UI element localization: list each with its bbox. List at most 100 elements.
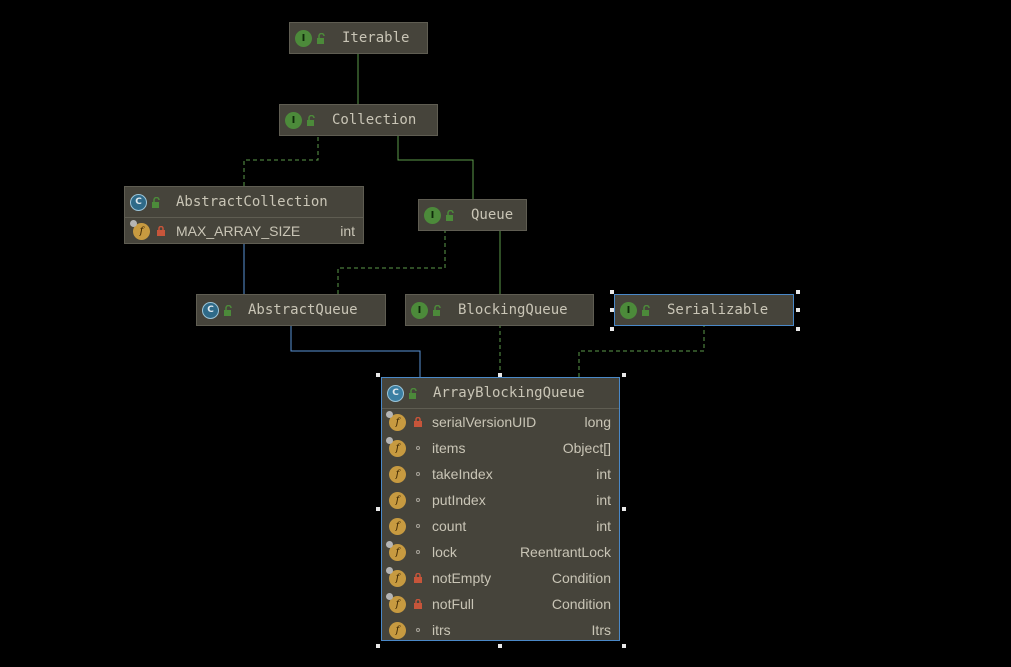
field-icon: f [389, 622, 406, 639]
node-queue[interactable]: I Queue [418, 199, 527, 231]
field-type: int [596, 466, 611, 482]
field-name: items [432, 440, 466, 456]
field-icon: f [389, 466, 406, 483]
interface-icon: I [620, 302, 637, 319]
selection-handle[interactable] [610, 308, 614, 312]
edge-abstractcollection-implements-collection [243, 125, 324, 186]
selection-handle[interactable] [622, 373, 626, 377]
field-row[interactable]: f notFull Condition [382, 591, 619, 617]
field-type: Itrs [591, 622, 611, 638]
field-name: notEmpty [432, 570, 492, 586]
field-name: count [432, 518, 467, 534]
node-header: I Queue [419, 200, 526, 230]
node-name: Serializable [667, 302, 769, 318]
interface-icon: I [295, 30, 312, 47]
divider [125, 217, 363, 218]
field-row[interactable]: f items Object[] [382, 435, 619, 461]
unlock-icon [446, 210, 454, 221]
field-row[interactable]: f notEmpty Condition [382, 565, 619, 591]
field-name: notFull [432, 596, 475, 612]
node-header: I BlockingQueue [406, 295, 593, 325]
unlock-icon [152, 197, 160, 208]
field-row[interactable]: f lock ReentrantLock [382, 539, 619, 565]
field-icon: f [386, 567, 406, 587]
unlock-icon [642, 305, 650, 316]
unlock-icon [409, 388, 417, 399]
node-header: C AbstractCollection [125, 187, 363, 217]
selection-handle[interactable] [610, 327, 614, 331]
interface-icon: I [424, 207, 441, 224]
node-abstract-collection[interactable]: C AbstractCollection f MAX_ARRAY_SIZE in… [124, 186, 364, 244]
node-name: AbstractQueue [248, 302, 358, 318]
selection-handle[interactable] [610, 290, 614, 294]
edge-abstractqueue-implements-queue [337, 220, 451, 294]
private-lock-icon [414, 599, 422, 609]
private-lock-icon [157, 226, 165, 236]
node-name: Queue [471, 207, 514, 223]
package-visibility-icon [416, 472, 420, 476]
private-lock-icon [414, 417, 422, 427]
field-icon: f [389, 518, 406, 535]
unlock-icon [307, 115, 315, 126]
selection-handle[interactable] [796, 308, 800, 312]
field-type: long [584, 414, 611, 430]
selection-handle[interactable] [622, 644, 626, 648]
node-name: BlockingQueue [458, 302, 568, 318]
field-icon: f [389, 492, 406, 509]
node-header: I Serializable [615, 295, 793, 325]
edge-queue-extends-collection [392, 125, 474, 199]
field-row[interactable]: f itrs Itrs [382, 617, 619, 643]
selection-handle[interactable] [376, 507, 380, 511]
selection-handle[interactable] [376, 644, 380, 648]
field-type: int [340, 223, 355, 239]
package-visibility-icon [416, 446, 420, 450]
node-iterable[interactable]: I Iterable [289, 22, 428, 54]
node-header: C ArrayBlockingQueue [382, 378, 619, 408]
node-header: I Collection [280, 105, 437, 135]
edge-arrayblockingqueue-extends-abstractqueue [285, 315, 421, 377]
unlock-icon [433, 305, 441, 316]
field-name: putIndex [432, 492, 486, 508]
field-row[interactable]: f count int [382, 513, 619, 539]
field-row[interactable]: f serialVersionUID long [382, 409, 619, 435]
abstract-class-icon: C [130, 194, 147, 211]
field-row[interactable]: f MAX_ARRAY_SIZE int [125, 218, 363, 244]
package-visibility-icon [416, 498, 420, 502]
node-name: Collection [332, 112, 417, 128]
field-row[interactable]: f putIndex int [382, 487, 619, 513]
field-icon: f [386, 437, 406, 457]
field-icon: f [386, 411, 406, 431]
node-header: C AbstractQueue [197, 295, 385, 325]
field-name: itrs [432, 622, 451, 638]
interface-icon: I [411, 302, 428, 319]
field-row[interactable]: f takeIndex int [382, 461, 619, 487]
field-icon: f [386, 593, 406, 613]
field-type: int [596, 518, 611, 534]
selection-handle[interactable] [796, 290, 800, 294]
field-type: Condition [551, 596, 611, 612]
node-name: ArrayBlockingQueue [433, 385, 585, 401]
field-name: lock [432, 544, 457, 560]
field-type: Object[] [562, 440, 611, 456]
node-array-blocking-queue[interactable]: C ArrayBlockingQueue f serialVersionUID … [381, 377, 620, 641]
node-serializable[interactable]: I Serializable [614, 294, 794, 326]
node-header: I Iterable [290, 23, 427, 53]
selection-handle[interactable] [622, 507, 626, 511]
field-icon: f [130, 220, 150, 240]
private-lock-icon [414, 573, 422, 583]
class-icon: C [387, 385, 404, 402]
field-type: int [596, 492, 611, 508]
node-collection[interactable]: I Collection [279, 104, 438, 136]
selection-handle[interactable] [498, 373, 502, 377]
selection-handle[interactable] [498, 644, 502, 648]
selection-handle[interactable] [796, 327, 800, 331]
field-name: MAX_ARRAY_SIZE [176, 223, 301, 239]
selection-handle[interactable] [376, 373, 380, 377]
package-visibility-icon [416, 628, 420, 632]
node-blocking-queue[interactable]: I BlockingQueue [405, 294, 594, 326]
node-abstract-queue[interactable]: C AbstractQueue [196, 294, 386, 326]
field-name: serialVersionUID [432, 414, 537, 430]
node-name: AbstractCollection [176, 194, 328, 210]
unlock-icon [317, 33, 325, 44]
